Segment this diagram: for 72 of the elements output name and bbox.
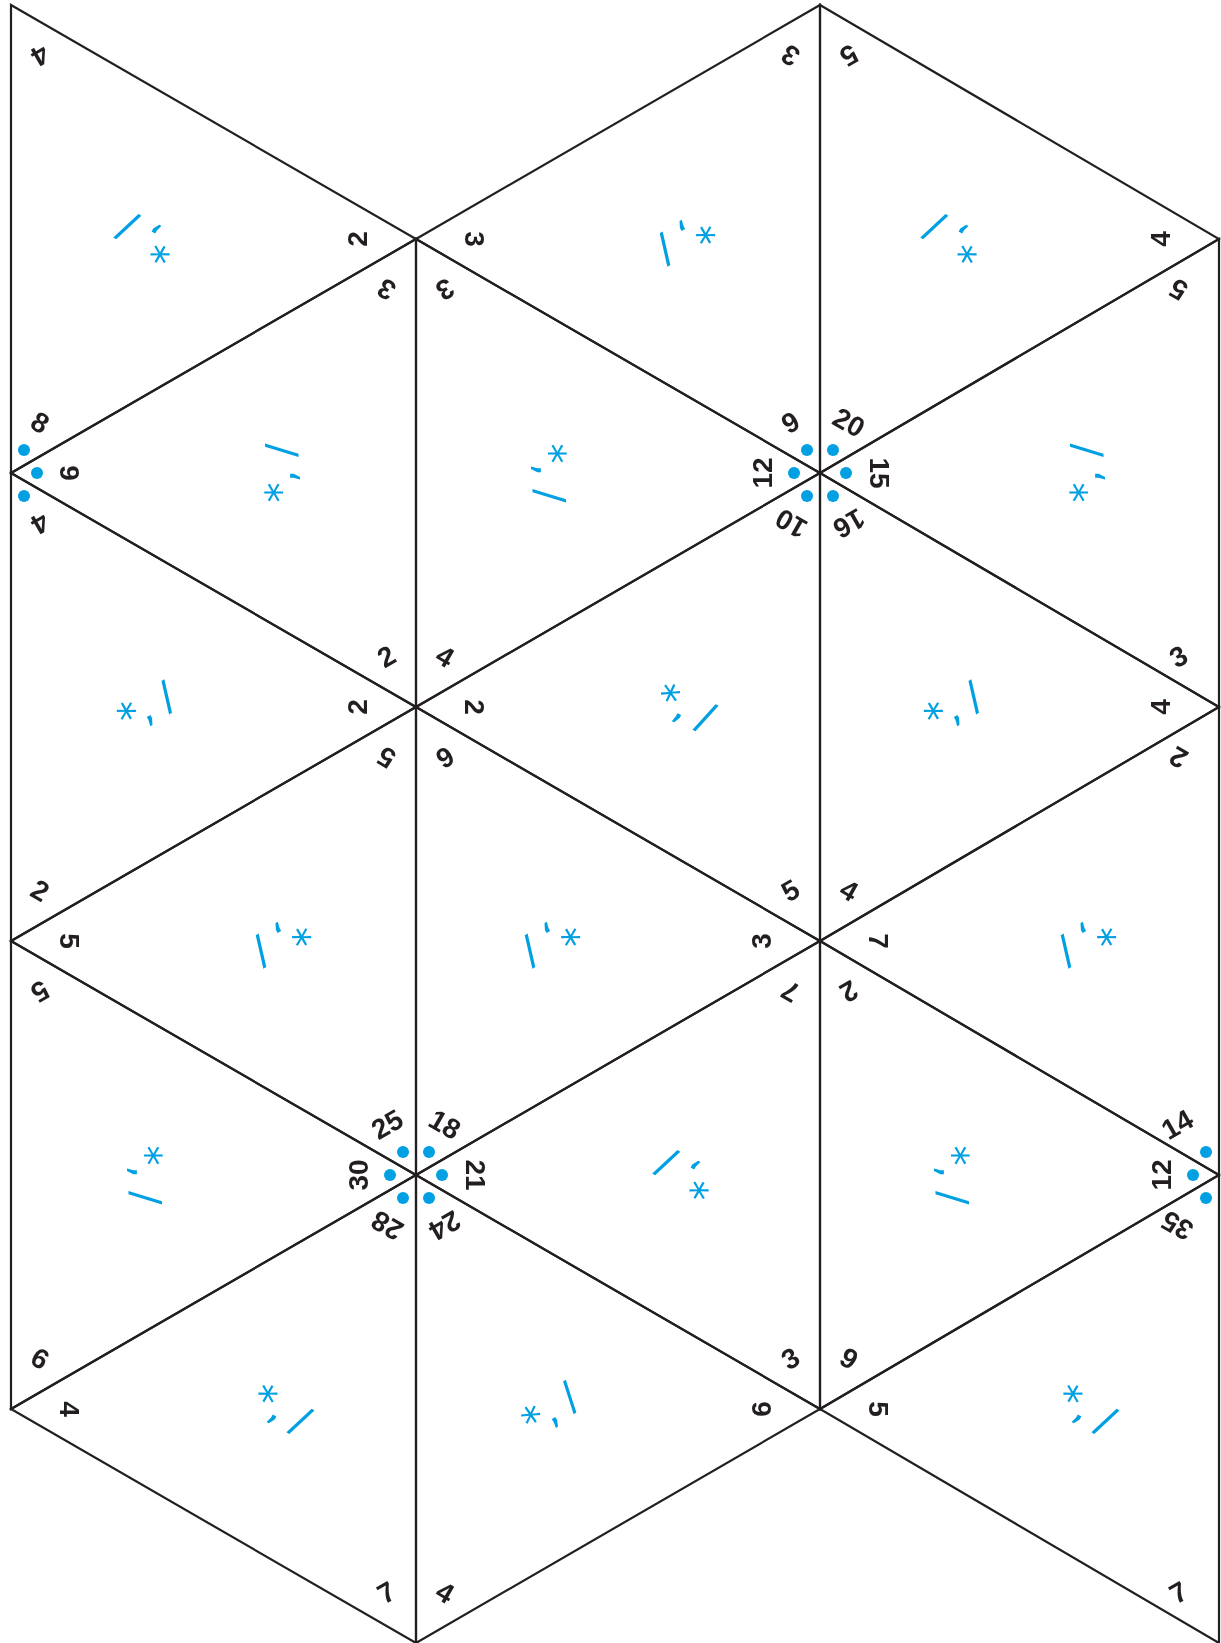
corner-number: 18 [424, 1104, 466, 1145]
corner-number: 35 [1157, 1205, 1199, 1246]
corner-number: 5 [777, 874, 805, 907]
corner-number: 5 [1165, 273, 1193, 306]
corner-number: 2 [26, 874, 54, 907]
operation-text: *, / [515, 908, 587, 974]
corner-number: 2 [1165, 741, 1193, 774]
corner-number: 5 [863, 1401, 892, 1417]
corner-number: 4 [26, 507, 54, 540]
operation-text: *, / [245, 1376, 317, 1442]
corner-number: 12 [748, 457, 777, 489]
operation-text: *, / [125, 1145, 166, 1205]
corner-number: 3 [777, 39, 805, 72]
corner-number: 9 [777, 406, 805, 439]
corner-number: 5 [54, 933, 83, 949]
corner-number: 4 [1146, 699, 1175, 715]
corner-number: 4 [26, 39, 54, 72]
operation-text: *, / [245, 908, 317, 974]
corner-number: 6 [431, 741, 459, 774]
corner-number: 4 [54, 1401, 83, 1417]
corner-number: 3 [431, 273, 459, 306]
corner-number: 30 [344, 1159, 373, 1191]
operation-text: *, / [650, 676, 721, 738]
corner-number: 5 [373, 741, 401, 774]
corner-number: 6 [26, 1342, 54, 1375]
corner-number: 4 [834, 874, 863, 907]
corner-number: 3 [373, 273, 401, 306]
corner-number: 12 [1147, 1159, 1176, 1191]
corner-number: 5 [26, 975, 54, 1008]
corner-number: 10 [770, 503, 812, 544]
corner-number: 6 [747, 1401, 776, 1417]
operation-text: *, / [932, 1145, 973, 1205]
corner-number: 4 [431, 640, 459, 673]
corner-number: 3 [777, 1342, 805, 1375]
corner-number: 2 [343, 231, 372, 247]
corner-number: 8 [26, 406, 54, 439]
corner-number: 14 [1157, 1104, 1199, 1145]
operation-text: *, / [260, 443, 301, 503]
corner-number: 21 [460, 1159, 489, 1191]
operation-text: *, / [1065, 443, 1106, 503]
corner-number: 9 [834, 1342, 863, 1375]
operation-text: *, / [1050, 1376, 1122, 1442]
corner-number: 7 [373, 1576, 401, 1609]
corner-number: 3 [747, 933, 776, 949]
corner-number: 7 [777, 975, 805, 1008]
corner-number: 7 [1165, 1576, 1193, 1609]
corner-number: 20 [828, 402, 870, 443]
operation-text: *, / [110, 206, 182, 272]
operation-text: *, / [530, 443, 571, 503]
corner-number: 3 [1165, 640, 1193, 673]
corner-number: 5 [834, 39, 863, 72]
corner-number: 15 [864, 457, 893, 489]
operation-text: *, / [917, 206, 989, 272]
corner-number: 2 [343, 699, 372, 715]
corner-number: 4 [431, 1576, 459, 1609]
operation-text: *, / [515, 1375, 587, 1443]
corner-number: 2 [373, 640, 401, 673]
operation-text: *, / [649, 206, 721, 272]
operation-text: *, / [649, 1142, 721, 1208]
corner-number: 4 [1146, 231, 1175, 247]
operation-text: *, / [917, 674, 989, 740]
corner-number: 25 [366, 1104, 408, 1145]
operation-text: *, / [110, 674, 182, 740]
corner-number: 3 [459, 231, 488, 247]
corner-number: 16 [828, 503, 870, 544]
corner-number: 9 [54, 465, 83, 481]
corner-number: 2 [459, 699, 488, 715]
operation-text: *, / [1050, 908, 1122, 974]
corner-number: 28 [366, 1205, 408, 1246]
corner-number: 2 [834, 975, 863, 1008]
corner-number: 24 [424, 1205, 466, 1246]
corner-number: 7 [863, 933, 892, 949]
